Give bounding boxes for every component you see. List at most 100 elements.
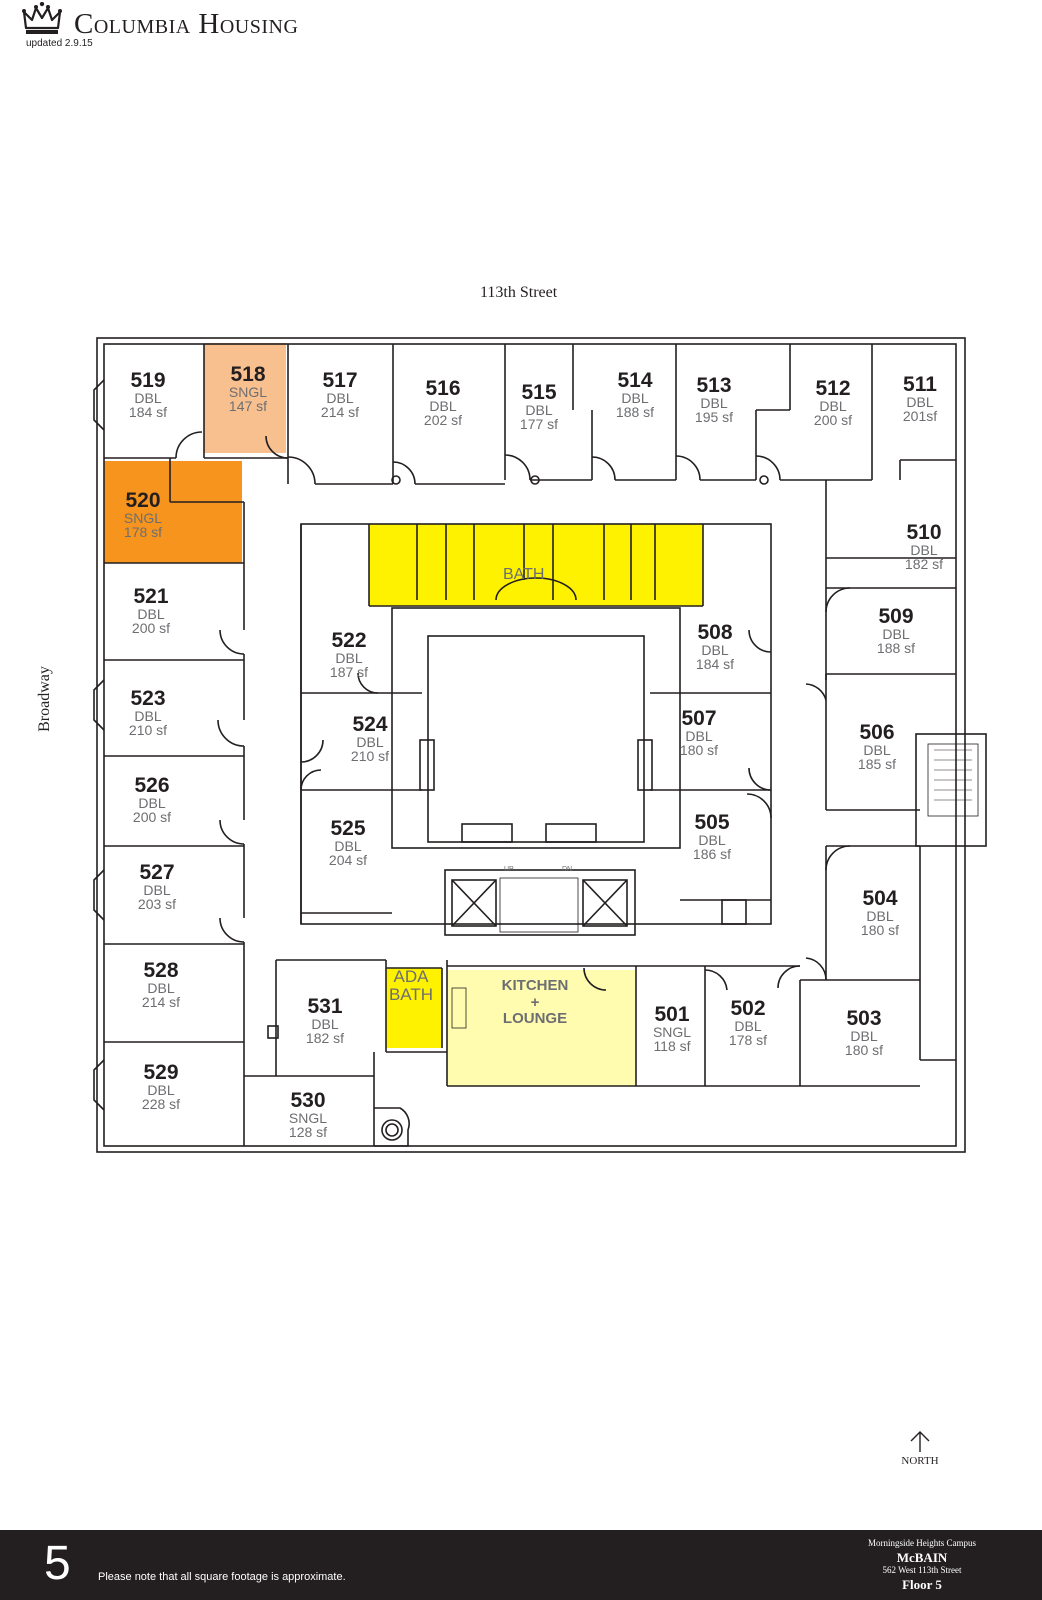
room-size: 147 sf <box>228 398 268 414</box>
room-number: 523 <box>130 687 166 710</box>
room-type: DBL <box>356 734 384 750</box>
updated-date: updated 2.9.15 <box>26 38 93 49</box>
ada-bath-fill <box>386 968 442 1048</box>
street-label-top: 113th Street <box>480 284 558 301</box>
room-number: 508 <box>697 621 733 644</box>
room-number: 503 <box>846 1007 882 1030</box>
room-type: DBL <box>311 1016 339 1032</box>
room-number: 525 <box>330 817 366 840</box>
room-size: 118 sf <box>653 1038 691 1054</box>
room-type: DBL <box>326 390 354 406</box>
room-size: 210 sf <box>128 722 168 738</box>
room-size: 203 sf <box>137 896 177 912</box>
room-size: 214 sf <box>320 404 360 420</box>
room-number: 531 <box>307 995 343 1018</box>
north-arrow: NORTH <box>900 1430 940 1474</box>
room-type: DBL <box>906 394 934 410</box>
room-size: 182 sf <box>904 556 944 572</box>
room-size: 178 sf <box>728 1032 768 1048</box>
room-size: 178 sf <box>123 524 163 540</box>
room-number: 530 <box>290 1089 326 1112</box>
inner-wall <box>103 343 957 1147</box>
room-type: DBL <box>819 398 847 414</box>
room-type: DBL <box>863 742 891 758</box>
room-type: DBL <box>134 708 162 724</box>
room-size: 228 sf <box>141 1096 181 1112</box>
room-number: 509 <box>878 605 914 628</box>
room-number: 528 <box>143 959 179 982</box>
room-size: 180 sf <box>844 1042 884 1058</box>
room-type: DBL <box>734 1018 762 1034</box>
bath-fill <box>369 524 703 606</box>
room-518-fill <box>204 343 286 453</box>
room-number: 515 <box>521 381 557 404</box>
room-type: DBL <box>525 402 553 418</box>
room-type: DBL <box>138 795 166 811</box>
room-type: DBL <box>147 980 175 996</box>
room-number: 505 <box>694 811 730 834</box>
room-size: 204 sf <box>328 852 368 868</box>
outer-wall <box>96 337 966 1153</box>
room-size: 128 sf <box>288 1124 328 1140</box>
room-size: 214 sf <box>141 994 181 1010</box>
room-size: 184 sf <box>695 656 735 672</box>
room-number: 524 <box>352 713 388 736</box>
room-type: DBL <box>700 395 728 411</box>
room-number: 507 <box>681 707 717 730</box>
room-size: 200 sf <box>813 412 853 428</box>
room-size: 182 sf <box>305 1030 345 1046</box>
room-size: 188 sf <box>876 640 916 656</box>
room-size: 180 sf <box>860 922 900 938</box>
room-type: DBL <box>882 626 910 642</box>
room-size: 187 sf <box>329 664 369 680</box>
room-size: 200 sf <box>132 809 172 825</box>
kitchen-lounge-label: KITCHEN+LOUNGE <box>501 977 569 1027</box>
campus-name: Morningside Heights Campus <box>868 1538 976 1548</box>
north-label: NORTH <box>901 1455 939 1467</box>
disclaimer-note: Please note that all square footage is a… <box>98 1571 346 1583</box>
room-type: SNGL <box>288 1110 328 1126</box>
room-type: DBL <box>134 390 162 406</box>
north-arrow-icon <box>910 1431 930 1452</box>
room-type: DBL <box>701 642 729 658</box>
room-number: 522 <box>331 629 367 652</box>
crown-logo-icon <box>22 2 62 34</box>
room-number: 502 <box>730 997 766 1020</box>
room-number: 506 <box>859 721 895 744</box>
room-number: 529 <box>143 1061 179 1084</box>
room-number: 504 <box>862 887 898 910</box>
